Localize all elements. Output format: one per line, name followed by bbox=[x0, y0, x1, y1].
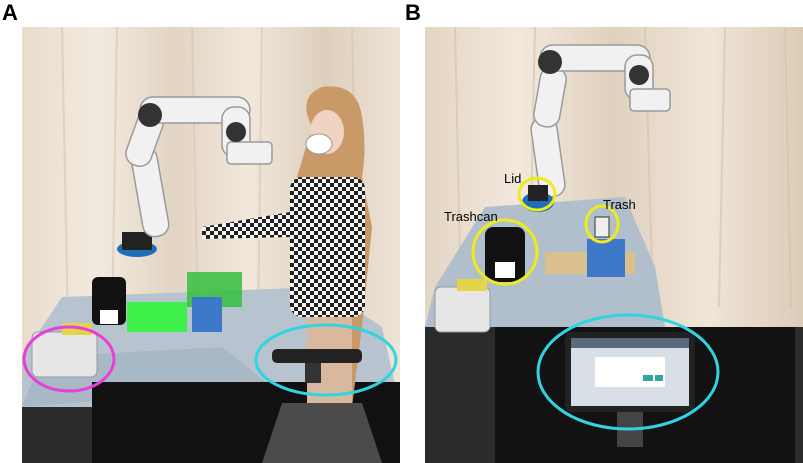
camera-bar-a bbox=[272, 349, 362, 363]
cyan-ellipse-a bbox=[254, 323, 398, 397]
cyan-ellipse-b bbox=[536, 313, 720, 431]
label-lid: Lid bbox=[504, 171, 522, 186]
panel-letter-b: B bbox=[405, 0, 421, 25]
person-shirt bbox=[290, 177, 365, 317]
magenta-ellipse bbox=[22, 325, 116, 393]
yellow-ellipse-trashcan bbox=[471, 218, 539, 286]
label-trashcan: Trashcan bbox=[444, 209, 498, 224]
panel-b: B bbox=[403, 0, 803, 463]
photo-b bbox=[425, 27, 803, 463]
yellow-ellipse-trash bbox=[584, 204, 620, 244]
panel-letter-a: A bbox=[2, 0, 18, 25]
label-trash: Trash bbox=[603, 197, 636, 212]
yellow-ellipse-lid bbox=[517, 176, 557, 212]
panel-a: A bbox=[0, 0, 400, 463]
photo-a bbox=[22, 27, 400, 463]
